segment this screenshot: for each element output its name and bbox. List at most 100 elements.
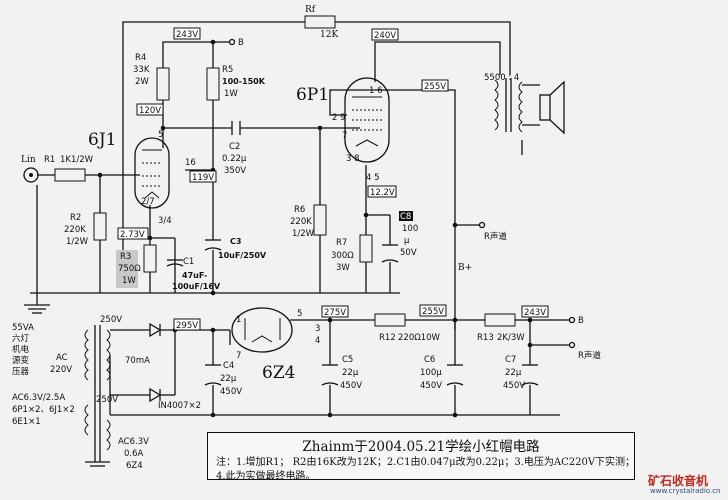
ac-in-2: 220V xyxy=(50,365,72,375)
c5-value1: 22μ xyxy=(342,368,359,378)
pin-45: 4 5 xyxy=(366,173,380,183)
r-channel-label-2: R声道 xyxy=(578,350,601,361)
c1-value2: 100uF/16V xyxy=(172,282,221,291)
input-jack xyxy=(23,167,39,183)
voltage-grid-6j1: 119V xyxy=(192,173,214,183)
current-label: 70mA xyxy=(125,356,150,366)
tube-6j1-label: 6J1 xyxy=(88,130,116,150)
r5-value2: 1W xyxy=(224,89,238,99)
r6-value1: 220K xyxy=(290,217,312,227)
voltage-b1: 243V xyxy=(176,30,198,40)
b-plus-label: B+ xyxy=(458,263,472,273)
tube-6j1-symbol xyxy=(134,137,170,209)
voltage-b3: 255V xyxy=(422,307,444,317)
r4-value2: 2W xyxy=(135,77,149,87)
speaker-symbol xyxy=(539,80,565,135)
c2-value1: 0.22μ xyxy=(222,154,247,164)
logo-text: 矿石收音机 xyxy=(648,474,709,488)
xfmr-primary-4: 源变 xyxy=(12,355,30,366)
note-line-1: 注：1.增加R1； R2由16K改为12K；2.C1由0.047μ改为0.22μ… xyxy=(216,457,636,468)
c7-value1: 22μ xyxy=(505,368,522,378)
c8-name: C8 xyxy=(400,212,411,222)
pin-29: 2 9 xyxy=(332,113,346,123)
r1-name: R1 xyxy=(44,155,55,165)
voltage-boxes: 243V 240V 120V 119V 2.73V 255V 12.2V 275… xyxy=(116,27,549,331)
r3-name: R3 xyxy=(120,252,131,262)
pin-z7: 7 xyxy=(236,351,241,361)
r7-name: R7 xyxy=(336,238,347,248)
note-line-2: 4.此为实做最终电路。 xyxy=(216,471,316,482)
pin-27: 2/7 xyxy=(141,197,155,207)
pin-5: 5 xyxy=(158,130,163,140)
rf-value: 12K xyxy=(320,30,338,40)
tube-6z4-label: 6Z4 xyxy=(262,363,295,383)
heater-3: 6E1×1 xyxy=(12,417,41,427)
pin-16: 16 xyxy=(185,158,196,168)
c1-value1: 47uF- xyxy=(182,271,207,280)
logo-url: www.crystalradio.cn xyxy=(650,487,721,495)
pin-z1: 1 xyxy=(236,315,241,325)
r13-name: R13 xyxy=(477,333,494,343)
xfmr-primary-5: 压器 xyxy=(12,367,30,377)
c4-value1: 22μ xyxy=(220,374,237,384)
power-transformer xyxy=(84,325,111,467)
c5-value2: 450V xyxy=(340,381,362,391)
r3-value1: 750Ω xyxy=(118,264,141,274)
tube-6z4-symbol xyxy=(231,307,293,353)
pin-z4: 4 xyxy=(315,336,320,346)
r12-value: 220Ω10W xyxy=(398,333,441,343)
voltage-cathode-6p1: 12.2V xyxy=(370,188,395,198)
pin-34: 3/4 xyxy=(158,216,172,226)
c4-name: C4 xyxy=(223,361,234,371)
xfmr-ac-voltage-top: 250V xyxy=(100,315,122,325)
r5-value1: 100-150K xyxy=(222,77,266,86)
xfmr-primary-3: 机电 xyxy=(12,344,30,355)
r7-value2: 3W xyxy=(336,263,350,273)
rect-sec-3: 6Z4 xyxy=(126,461,143,471)
b-terminal-right: B xyxy=(578,316,584,326)
pin-7: 7 xyxy=(342,131,347,141)
ground-symbols xyxy=(24,304,50,314)
voltage-b4: 243V xyxy=(524,308,546,318)
r13-value: 2K/3W xyxy=(497,333,525,343)
heater-2: 6P1×2、6J1×2 xyxy=(12,405,75,415)
r5-name: R5 xyxy=(222,65,233,75)
c6-name: C6 xyxy=(424,355,435,365)
r6-value2: 1/2W xyxy=(292,229,315,239)
heater-1: AC6.3V/2.5A xyxy=(12,393,65,403)
ac-in-1: AC xyxy=(56,353,68,363)
rect-sec-1: AC6.3V xyxy=(118,437,149,447)
junction-dots xyxy=(97,39,533,418)
voltage-screen: 255V xyxy=(424,82,446,92)
c4-value2: 450V xyxy=(220,387,242,397)
pin-16b: 1 6 xyxy=(369,86,383,96)
c8-value1: 100 xyxy=(402,224,418,234)
r4-name: R4 xyxy=(135,53,146,63)
terminals xyxy=(228,38,576,349)
voltage-cathode-6j1: 2.73V xyxy=(120,230,145,240)
c3-value: 10uF/250V xyxy=(218,251,267,260)
c8-value3: 50V xyxy=(400,248,417,258)
wires xyxy=(30,21,570,416)
c6-value1: 100μ xyxy=(420,368,442,378)
rf-name: Rf xyxy=(305,5,316,15)
tube-6p1-symbol xyxy=(344,77,390,163)
r-channel-label-1: R声道 xyxy=(484,231,507,242)
xfmr-ac-voltage-bottom: 250V xyxy=(96,395,118,405)
c1-name: C1 xyxy=(183,257,194,267)
output-xfmr-ratio: 5500 : 4 xyxy=(484,73,519,83)
rectifier-diodes xyxy=(149,322,162,403)
r7-value1: 300Ω xyxy=(331,251,354,261)
capacitors xyxy=(166,121,539,386)
c6-value2: 450V xyxy=(420,381,442,391)
b-terminal-top: B xyxy=(238,38,244,48)
r2-value1: 220K xyxy=(64,225,86,235)
c2-name: C2 xyxy=(229,142,240,152)
pin-38: 3 8 xyxy=(346,154,360,164)
xfmr-primary-1: 55VA xyxy=(12,323,34,333)
diode-label: IN4007×2 xyxy=(158,401,201,411)
r12-name: R12 xyxy=(379,333,396,343)
c8-value2: μ xyxy=(404,236,410,246)
c7-value2: 450V xyxy=(503,381,525,391)
